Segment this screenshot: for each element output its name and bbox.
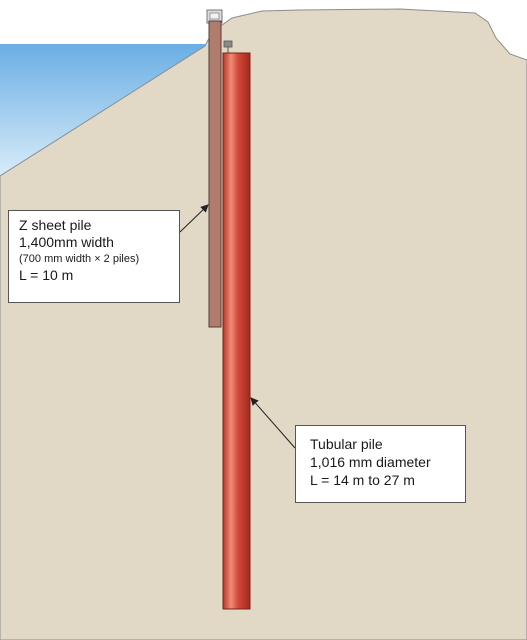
sheet-pile-name: Z sheet pile: [19, 217, 92, 233]
tubular-pile-length: L = 14 m to 27 m: [310, 472, 415, 488]
tubular-pile-leader-arrow: [250, 397, 296, 449]
sheet-pile-length: L = 10 m: [19, 267, 74, 283]
tubular-pile: [222, 52, 251, 610]
sheet-pile-width: 1,400mm width: [19, 234, 114, 250]
tubular-pile-name: Tubular pile: [310, 436, 383, 452]
sheet-pile-callout: Z sheet pile 1,400mm width (700 mm width…: [8, 210, 180, 303]
tubular-pile-diameter: 1,016 mm diameter: [310, 454, 431, 470]
sheet-pile-leader-arrow: [179, 204, 209, 233]
tubular-pile-callout: Tubular pile 1,016 mm diameter L = 14 m …: [295, 425, 466, 503]
z-sheet-pile: [208, 20, 222, 328]
pile-cap-detail: [209, 12, 220, 20]
sheet-pile-width-detail: (700 mm width × 2 piles): [19, 253, 140, 265]
tubular-pile-fitting: [223, 40, 233, 48]
